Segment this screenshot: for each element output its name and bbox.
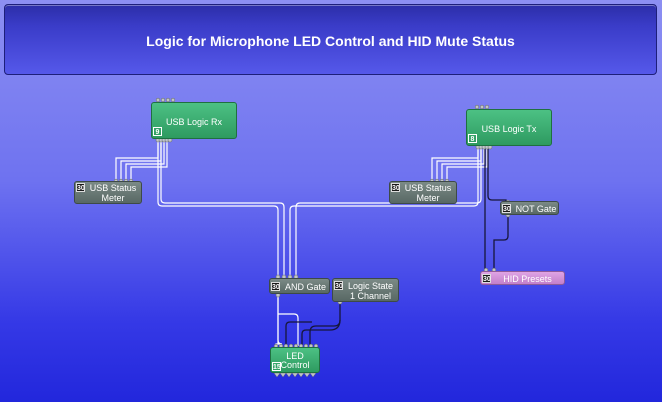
usb-status-meter-right-line2: Meter [416,193,440,203]
title-banner: Logic for Microphone LED Control and HID… [4,4,657,75]
led-control-block[interactable]: LED Control 15 [270,347,320,373]
wire-rx-meter [130,140,168,182]
wire-rx-meter [120,140,162,182]
wire-logic-led [285,321,312,346]
logic-state-line2: 1 Channel [349,291,392,301]
wire-logic-led [301,319,341,346]
wire-and-led [275,296,283,346]
wire-tx-not [487,146,507,203]
usb-logic-rx-label: USB Logic Rx [165,117,223,127]
usb-status-meter-left-line2: Meter [101,193,125,203]
led-control-line2: Control [280,360,310,370]
usb-status-meter-left-block[interactable]: 30 USB Status Meter [74,181,142,204]
wire-logic-led [309,302,341,346]
and-gate-label: AND Gate [284,282,326,292]
usb-logic-tx-label: USB Logic Tx [481,124,537,134]
usb-status-meter-left-badge: 30 [76,183,85,192]
wire-tx-meter [436,146,482,182]
hid-presets-label: HID Presets [503,274,552,284]
hid-presets-badge: 30 [482,274,491,283]
wire-rx-and [160,140,285,278]
led-control-badge: 15 [272,362,281,371]
wire-tx-meter [441,146,485,182]
usb-status-meter-right-line1: USB Status [404,183,452,193]
usb-logic-tx-badge: 8 [468,134,477,143]
not-gate-badge: 30 [502,204,511,213]
usb-logic-rx-block[interactable]: USB Logic Rx 9 [151,102,237,139]
wire-tx-meter [446,146,488,182]
wire-tx-and [289,146,479,278]
wire-rx-and [157,140,279,278]
white-wires [115,140,488,346]
wire-not-hid [493,215,509,270]
logic-state-line1: Logic State [347,281,394,291]
led-output-pins [273,372,317,378]
usb-status-meter-right-block[interactable]: 30 USB Status Meter [389,181,457,204]
usb-logic-tx-block[interactable]: USB Logic Tx 8 [466,109,552,146]
wire-rx-meter [125,140,165,182]
logic-state-block[interactable]: 30 Logic State 1 Channel [332,278,399,302]
page-title: Logic for Microphone LED Control and HID… [146,33,515,49]
and-gate-block[interactable]: 30 AND Gate [269,278,330,294]
dark-wires [285,146,509,346]
led-control-line1: LED [286,351,304,361]
not-gate-label: NOT Gate [515,204,557,214]
logic-state-badge: 30 [334,281,343,290]
wire-tx-and [295,146,482,278]
usb-status-meter-left-line1: USB Status [89,183,137,193]
wire-tx-meter [431,146,479,182]
not-gate-block[interactable]: 30 NOT Gate [500,201,559,215]
and-gate-badge: 30 [271,282,280,291]
usb-logic-rx-badge: 9 [153,127,162,136]
hid-presets-block[interactable]: 30 HID Presets [480,271,565,285]
usb-status-meter-right-badge: 30 [391,183,400,192]
wire-and-led [278,313,299,346]
